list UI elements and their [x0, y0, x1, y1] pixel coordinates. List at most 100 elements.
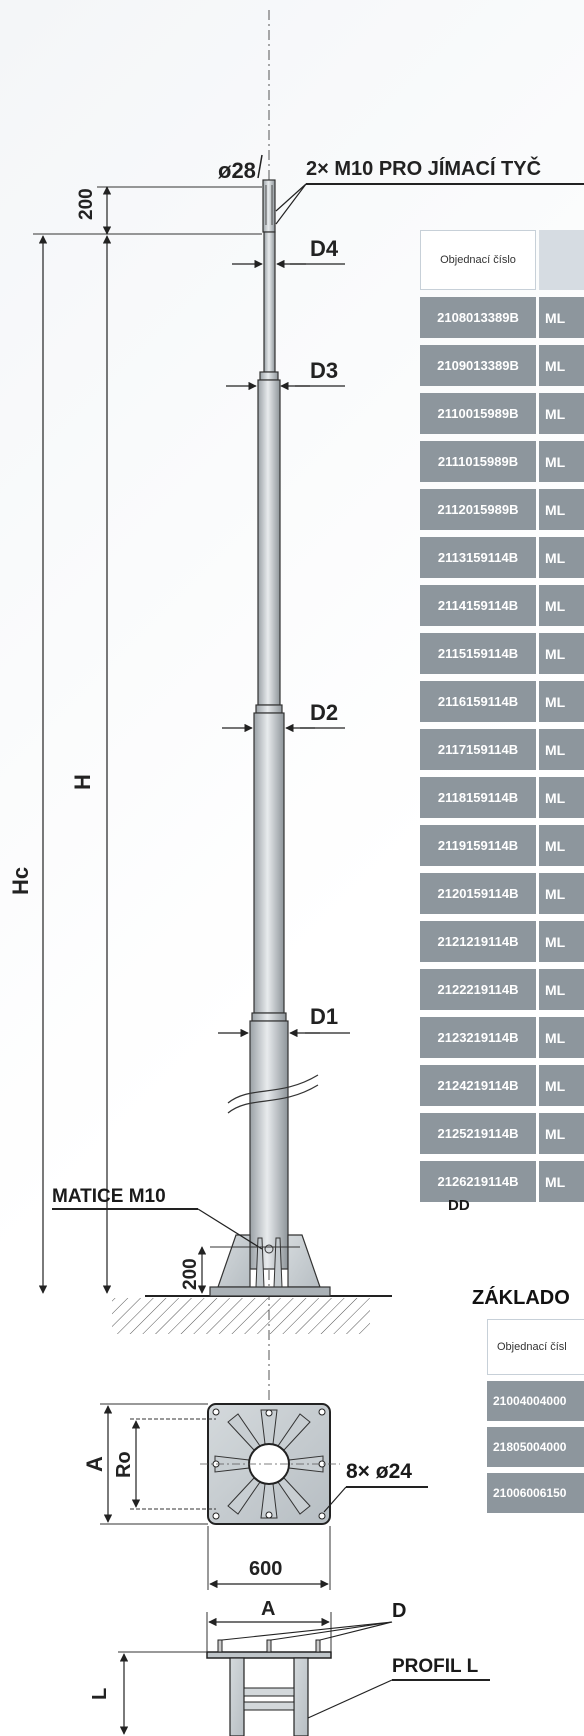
- table-row: 21006006150: [487, 1473, 584, 1513]
- type-cell: ML: [539, 1065, 584, 1106]
- dim-Hc-label: Hc: [8, 867, 33, 895]
- order-code: 2126219114B: [420, 1161, 536, 1202]
- ground-hatch: [112, 1298, 370, 1334]
- order-code: 2114159114B: [420, 585, 536, 626]
- label-D-leader-3: [319, 1621, 393, 1641]
- rod-note: 2× M10 PRO JÍMACÍ TYČ: [306, 156, 541, 180]
- type-cell: ML: [539, 969, 584, 1010]
- table-header: Objednací číslo: [420, 230, 584, 290]
- order-code: 2124219114B: [420, 1065, 536, 1106]
- type-cell: ML: [539, 537, 584, 578]
- type-cell: ML: [539, 825, 584, 866]
- order-code: 2122219114B: [420, 969, 536, 1010]
- label-D-leader-2: [270, 1621, 393, 1641]
- order-code: 2116159114B: [420, 681, 536, 722]
- dim-L-label: L: [89, 1688, 111, 1700]
- holes-leader: [323, 1486, 347, 1513]
- top-diameter-label: ø28: [218, 158, 256, 183]
- dim-A-label: A: [82, 1456, 107, 1472]
- order-code: 2125219114B: [420, 1113, 536, 1154]
- table-row: 21805004000: [487, 1427, 584, 1467]
- type-cell: ML: [539, 1113, 584, 1154]
- order-code: 2111015989B: [420, 441, 536, 482]
- type-cell: ML: [539, 345, 584, 386]
- type-cell: ML: [539, 1017, 584, 1058]
- dim-D4-label: D4: [310, 236, 339, 261]
- type-cell: ML: [539, 585, 584, 626]
- order-code: 2118159114B: [420, 777, 536, 818]
- dim-D2-label: D2: [310, 700, 338, 725]
- rod-note-leader-2: [275, 183, 307, 212]
- dim-200-base-label: 200: [180, 1258, 201, 1290]
- dim-D3-label: D3: [310, 358, 338, 383]
- dim-600-label: 600: [249, 1558, 282, 1580]
- foundation-table-title: ZÁKLADO: [472, 1287, 570, 1309]
- order-code: 2112015989B: [420, 489, 536, 530]
- type-cell: ML: [539, 1161, 584, 1202]
- type-header: [539, 230, 584, 290]
- profile-leader: [307, 1679, 393, 1719]
- dim-Ro-label: Ro: [113, 1451, 135, 1478]
- order-code: 2117159114B: [420, 729, 536, 770]
- order-code: 2109013389B: [420, 345, 536, 386]
- rod-detail: [265, 185, 273, 225]
- anchor-cage: [206, 1639, 332, 1736]
- label-D-leader-1: [221, 1621, 393, 1641]
- order-code: 2120159114B: [420, 873, 536, 914]
- type-cell: ML: [539, 681, 584, 722]
- order-code: 2115159114B: [420, 633, 536, 674]
- order-code: 2119159114B: [420, 825, 536, 866]
- order-code: 2121219114B: [420, 921, 536, 962]
- profile-label: PROFIL L: [392, 1656, 479, 1677]
- dim-D1-label: D1: [310, 1004, 338, 1029]
- type-cell: ML: [539, 633, 584, 674]
- order-code: 2108013389B: [420, 297, 536, 338]
- type-cell: ML: [539, 777, 584, 818]
- rod-note-leader: [275, 183, 307, 225]
- type-cell: ML: [539, 921, 584, 962]
- table-row: 21004004000: [487, 1381, 584, 1421]
- foundation-order-table: Objednací čísl 21004004000 21805004000 2…: [487, 1319, 584, 1519]
- dim-200-top-label: 200: [76, 188, 97, 220]
- type-cell: ML: [539, 729, 584, 770]
- order-code: 2123219114B: [420, 1017, 536, 1058]
- label-D: D: [392, 1600, 406, 1622]
- order-code: 2110015989B: [420, 393, 536, 434]
- table-note: DD: [448, 1197, 470, 1214]
- type-cell: ML: [539, 297, 584, 338]
- order-number-header: Objednací číslo: [420, 230, 536, 290]
- holes-label: 8× ø24: [346, 1460, 412, 1483]
- type-cell: ML: [539, 441, 584, 482]
- type-cell: ML: [539, 873, 584, 914]
- base-plate-plan: [200, 1403, 340, 1525]
- mast-pole: [209, 179, 331, 1297]
- top-diameter-leader: [257, 154, 263, 179]
- dim-A2-label: A: [261, 1598, 275, 1620]
- type-cell: ML: [539, 393, 584, 434]
- dim-H-label: H: [70, 774, 95, 790]
- type-cell: ML: [539, 489, 584, 530]
- order-number-header: Objednací čísl: [487, 1319, 584, 1375]
- nut-label: MATICE M10: [52, 1186, 166, 1207]
- nut-leader: [197, 1208, 263, 1250]
